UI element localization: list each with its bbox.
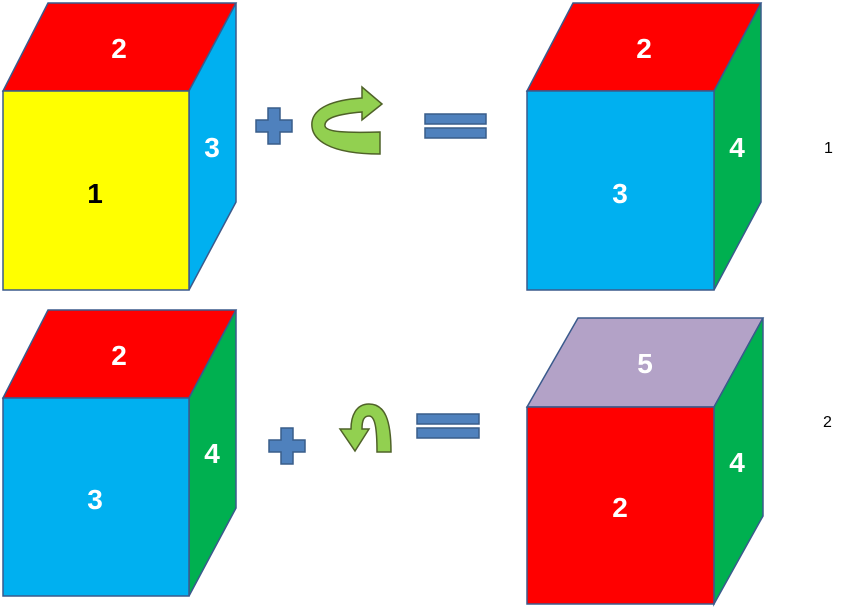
cube-side-label: 4	[204, 438, 220, 469]
cube-side-label: 3	[204, 132, 220, 163]
equals-icon	[424, 113, 487, 139]
cube-front-face	[2, 397, 190, 597]
cube-front-label: 2	[612, 492, 628, 523]
cube-top-label: 5	[637, 348, 653, 379]
cube-front-label: 3	[612, 178, 628, 209]
row-number: 1	[824, 140, 833, 157]
plus-icon	[268, 427, 306, 465]
cube-before-row-2: 2 3 4	[1, 309, 238, 597]
cube-front-label: 3	[87, 484, 103, 515]
cube-front-face	[526, 406, 715, 605]
curved-arrow-horizontal-icon	[311, 85, 384, 155]
row-1: 2 1 3 2 3 4 1	[1, 2, 833, 291]
cube-front-face	[526, 90, 715, 291]
plus-icon	[255, 107, 293, 145]
cube-side-label: 4	[729, 447, 745, 478]
cube-before-row-1: 2 1 3	[1, 2, 238, 291]
curved-arrow-vertical-icon	[338, 403, 392, 453]
row-2: 2 3 4 5 2 4 2	[1, 309, 832, 607]
cube-after-row-2: 5 2 4	[525, 317, 765, 607]
cube-after-row-1: 2 3 4	[525, 2, 763, 291]
cube-top-label: 2	[111, 340, 127, 371]
cube-top-label: 2	[636, 33, 652, 64]
cube-front-face	[2, 90, 190, 291]
cube-top-label: 2	[111, 33, 127, 64]
equals-icon	[416, 413, 480, 439]
cube-front-label: 1	[87, 178, 103, 209]
cube-side-label: 4	[729, 132, 745, 163]
row-number: 2	[823, 414, 832, 431]
